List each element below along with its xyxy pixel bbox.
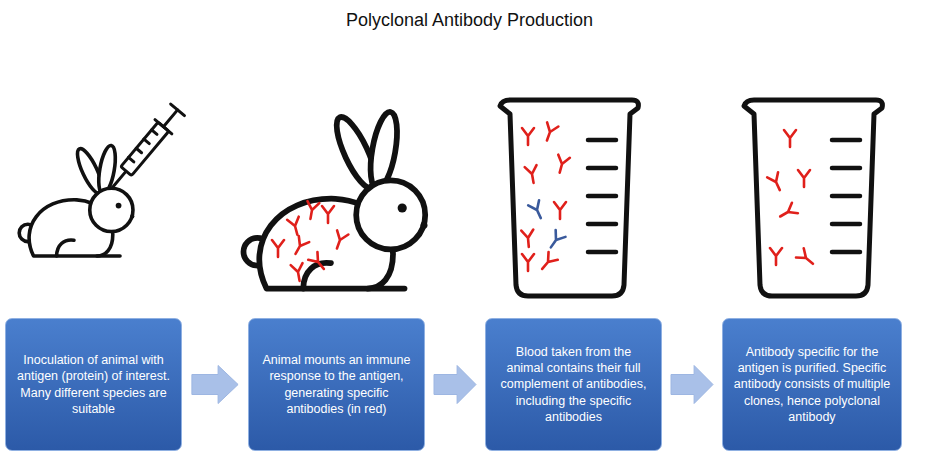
antibody-symbol: [770, 248, 782, 265]
box-text: Animal mounts an immune response to the …: [259, 352, 414, 417]
antibody-symbol: [554, 155, 570, 175]
box-text: Antibody specific for the antigen is pur…: [733, 344, 891, 425]
beaker-icon: [500, 100, 638, 296]
flow-arrow: [671, 366, 713, 404]
antibody-symbol: [777, 203, 798, 222]
text-stack: Inoculation of animal with antigen (prot…: [16, 352, 171, 417]
antibody-symbol: [522, 128, 534, 145]
text-stack: Blood taken from the animal contains the…: [496, 344, 651, 425]
beaker-icon: [744, 100, 882, 296]
antibody-symbol: [767, 172, 785, 192]
antibody-symbol: [528, 200, 546, 220]
process-box: Blood taken from the animal contains the…: [485, 318, 662, 451]
process-box: Animal mounts an immune response to the …: [248, 318, 425, 451]
antibody-symbol: [287, 217, 303, 237]
antibody-symbol: [322, 206, 334, 223]
antibody-symbol: [290, 236, 309, 257]
antibody-symbol: [291, 263, 306, 282]
antibody-symbol: [331, 230, 348, 250]
box-text: Inoculation of animal with antigen (prot…: [16, 352, 171, 417]
antibody-symbol: [798, 170, 810, 187]
rabbit-icon: [19, 144, 134, 256]
antibody-symbol: [541, 122, 558, 142]
antibody-symbol: [525, 165, 540, 184]
process-box: Antibody specific for the antigen is pur…: [722, 318, 902, 451]
antibody-group: [272, 201, 348, 282]
antibody-symbol: [272, 240, 284, 257]
antibody-symbol: [796, 248, 817, 268]
antibody-group: [767, 130, 817, 268]
antibody-symbol: [554, 202, 566, 219]
antibody-group: [521, 122, 570, 272]
text-stack: Antibody specific for the antigen is pur…: [733, 344, 891, 425]
diagram-title: Polyclonal Antibody Production: [0, 10, 939, 31]
text-stack: Animal mounts an immune response to the …: [259, 352, 414, 417]
antibody-symbol: [538, 252, 558, 273]
antibody-symbol: [521, 230, 534, 248]
process-box: Inoculation of animal with antigen (prot…: [5, 318, 182, 451]
antibody-symbol: [784, 130, 796, 147]
flow-arrow: [192, 366, 238, 404]
flow-arrow: [434, 366, 476, 404]
antibody-symbol: [522, 254, 534, 271]
syringe-icon: [104, 103, 186, 195]
antibody-symbol: [308, 252, 328, 273]
box-text: Blood taken from the animal contains the…: [496, 344, 651, 425]
antibody-symbol: [305, 201, 320, 220]
rabbit-icon: [244, 110, 428, 289]
antibody-symbol: [546, 230, 566, 251]
